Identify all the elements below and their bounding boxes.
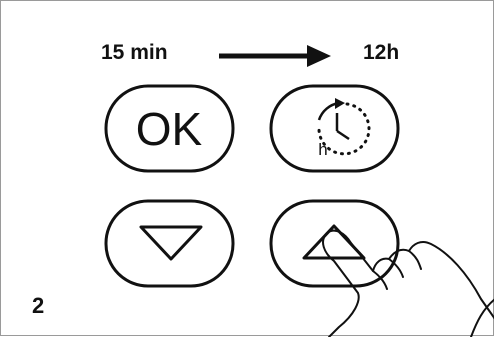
up-button[interactable] — [271, 201, 398, 286]
hand-outline — [471, 299, 494, 337]
ok-button[interactable]: OK — [106, 86, 233, 171]
down-button[interactable] — [106, 201, 233, 286]
ok-button-label: OK — [136, 103, 203, 155]
timer-unit-label: h — [318, 140, 327, 159]
arrow-right-icon — [219, 45, 331, 67]
finger-knuckle-line — [409, 251, 421, 269]
timer-button[interactable]: h — [271, 86, 398, 171]
